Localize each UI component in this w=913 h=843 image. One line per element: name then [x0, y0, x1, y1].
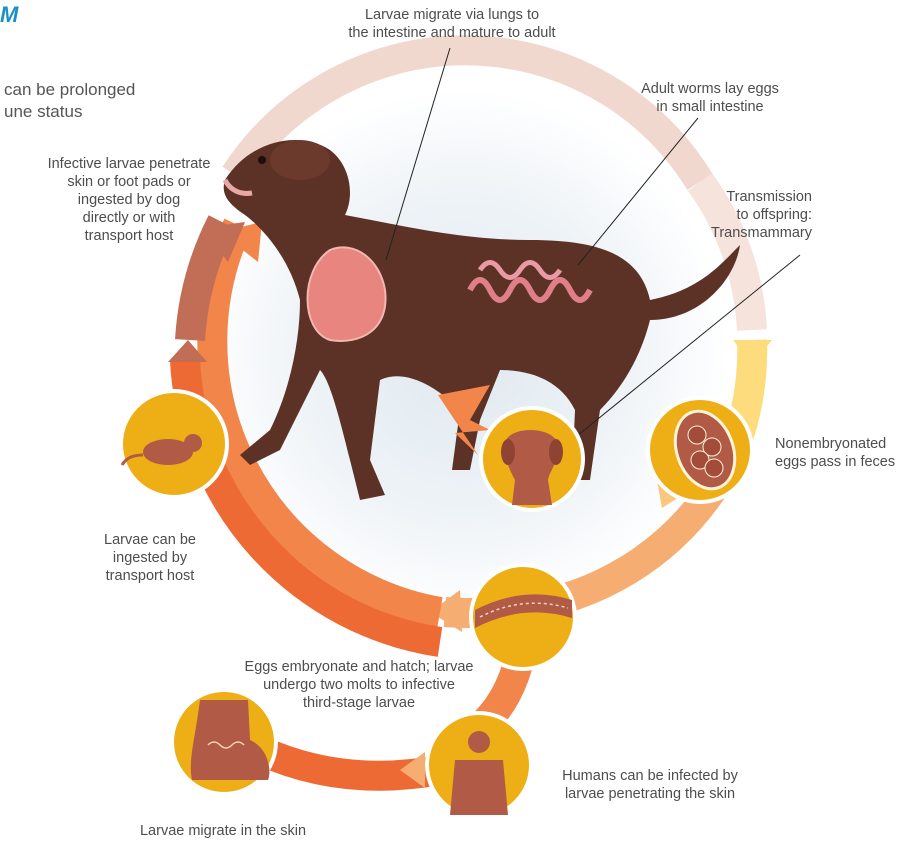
label-transport-host: Larvae can be ingested by transport host — [70, 531, 230, 585]
human-icon — [427, 713, 531, 817]
label-nonembryonated: Nonembryonated eggs pass in feces — [775, 435, 913, 471]
label-infective-larvae: Infective larvae penetrate skin or foot … — [20, 155, 238, 245]
label-transmission: Transmission to offspring: Transmammary — [690, 188, 812, 242]
egg-icon — [648, 398, 752, 502]
rodent-icon — [121, 391, 227, 497]
page-heading: M — [0, 2, 18, 28]
label-lungs-to-intestine: Larvae migrate via lungs to the intestin… — [322, 6, 582, 42]
label-humans: Humans can be infected by larvae penetra… — [538, 767, 762, 803]
puppy-icon — [481, 408, 583, 510]
label-adult-eggs: Adult worms lay eggs in small intestine — [610, 80, 810, 116]
intro-text: can be prolonged une status — [4, 79, 135, 123]
larvae-icon — [471, 565, 575, 669]
label-embryonate: Eggs embryonate and hatch; larvae underg… — [218, 658, 500, 712]
label-skin-migration: Larvae migrate in the skin — [108, 822, 338, 840]
